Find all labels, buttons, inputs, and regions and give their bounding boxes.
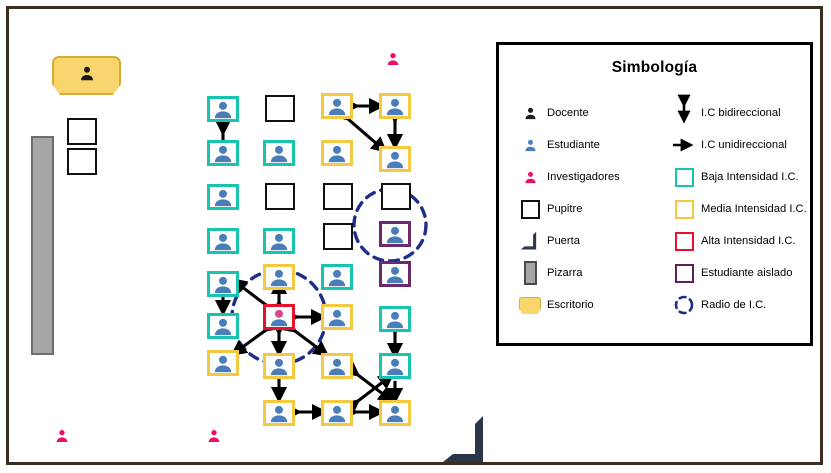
legend-item-unidireccional: I.C unidireccional: [667, 129, 815, 161]
empty-desk-c3r4: [323, 223, 353, 250]
student-cell-c2r4: [263, 228, 295, 254]
student-cell-c3r7: [321, 353, 353, 379]
student-cell-c3r1: [321, 93, 353, 119]
teacher-desk: [52, 56, 121, 95]
teacher-desk-icon: [513, 296, 547, 314]
legend-label: Escritorio: [547, 299, 594, 311]
legend-label: Baja Intensidad I.C.: [701, 171, 799, 183]
legend-item-radio-ic: Radio de I.C.: [667, 289, 815, 321]
legend-item-estudiante-aislado: Estudiante aislado: [667, 257, 815, 289]
student-person-icon: [513, 137, 547, 154]
legend-column-left: Docente Estudiante Investigadores: [513, 97, 663, 321]
student-cell-c1r5: [207, 271, 239, 297]
spare-desk-1: [67, 118, 97, 145]
legend-item-puerta: Puerta: [513, 225, 663, 257]
student-cell-c4r1: [379, 93, 411, 119]
desk-square-icon: [513, 199, 547, 219]
student-cell-c1r4: [207, 228, 239, 254]
legend-item-alta-intensidad: Alta Intensidad I.C.: [667, 225, 815, 257]
legend-item-investigadores: Investigadores: [513, 161, 663, 193]
student-cell-c2r8: [263, 400, 295, 426]
door-icon: [513, 231, 547, 251]
researcher-person-icon: [513, 169, 547, 186]
interaction-radius-icon: [667, 294, 701, 316]
student-cell-c1r7: [207, 350, 239, 376]
student-cell-c3r8: [321, 400, 353, 426]
legend-item-bidireccional: I.C bidireccional: [667, 94, 815, 129]
legend-item-escritorio: Escritorio: [513, 289, 663, 321]
interaction-arrow-layer: [214, 97, 404, 421]
teacher-person-icon: [513, 105, 547, 122]
isolated-student-swatch-icon: [667, 263, 701, 283]
legend-label: Docente: [547, 107, 589, 119]
diagram-frame: Simbología Docente Estudiante: [6, 6, 823, 465]
student-cell-c3r2: [321, 140, 353, 166]
legend-label: I.C bidireccional: [701, 107, 781, 119]
legend-item-estudiante: Estudiante: [513, 129, 663, 161]
empty-desk-c2r1: [265, 95, 295, 122]
empty-desk-c3r3: [323, 183, 353, 210]
researcher-top: [385, 50, 401, 73]
student-cell-c4r2: [379, 146, 411, 172]
high-intensity-swatch-icon: [667, 231, 701, 251]
bidirectional-arrow-icon: [667, 94, 701, 125]
medium-intensity-swatch-icon: [667, 199, 701, 219]
student-cell-c1r1: [207, 96, 239, 122]
student-cell-c4r7: [379, 353, 411, 379]
student-cell-c1r6: [207, 313, 239, 339]
student-cell-c2r6-high-intensity: [263, 304, 295, 330]
empty-desk-c4r3: [381, 183, 411, 210]
student-cell-c2r7: [263, 353, 295, 379]
legend-item-baja-intensidad: Baja Intensidad I.C.: [667, 161, 815, 193]
student-cell-c3r6: [321, 304, 353, 330]
student-cell-c1r3: [207, 184, 239, 210]
legend-label: Estudiante aislado: [701, 267, 793, 279]
student-cell-c4r4-isolated: [379, 221, 411, 247]
spare-desk-2: [67, 148, 97, 175]
researcher-bottom-left: [54, 427, 70, 450]
door-icon: [441, 414, 493, 466]
blackboard: [31, 136, 54, 355]
legend-label: Puerta: [547, 235, 580, 247]
legend-label: Media Intensidad I.C.: [701, 203, 807, 215]
arrow-cross-2: [342, 360, 395, 403]
unidirectional-arrow-icon: [667, 138, 701, 152]
legend-title: Simbología: [611, 59, 698, 76]
student-cell-c1r2: [207, 140, 239, 166]
teacher-person-icon: [78, 64, 96, 87]
legend-item-pizarra: Pizarra: [513, 257, 663, 289]
student-cell-c4r6: [379, 306, 411, 332]
legend-label: Estudiante: [547, 139, 600, 151]
arrow-c3r1-c4r2: [332, 104, 388, 154]
legend-column-right: I.C bidireccional I.C unidireccional Baj…: [667, 94, 815, 321]
legend-label: Investigadores: [547, 171, 620, 183]
student-cell-c2r5: [263, 264, 295, 290]
legend-item-docente: Docente: [513, 97, 663, 129]
legend-label: Alta Intensidad I.C.: [701, 235, 796, 247]
legend-item-media-intensidad: Media Intensidad I.C.: [667, 193, 815, 225]
blackboard-icon: [513, 261, 547, 285]
researcher-bottom-center: [206, 427, 222, 450]
student-cell-c2r2: [263, 140, 295, 166]
low-intensity-swatch-icon: [667, 167, 701, 187]
student-cell-c4r5-isolated: [379, 261, 411, 287]
student-cell-c3r5: [321, 264, 353, 290]
legend-label: I.C unidireccional: [701, 139, 787, 151]
student-cell-c4r8: [379, 400, 411, 426]
legend-label: Pupitre: [547, 203, 583, 215]
legend-label: Radio de I.C.: [701, 299, 767, 311]
arrow-hub-downright: [279, 316, 330, 357]
legend-panel: Simbología Docente Estudiante: [496, 42, 813, 346]
empty-desk-c2r3: [265, 183, 295, 210]
legend-label: Pizarra: [547, 267, 583, 279]
legend-item-pupitre: Pupitre: [513, 193, 663, 225]
